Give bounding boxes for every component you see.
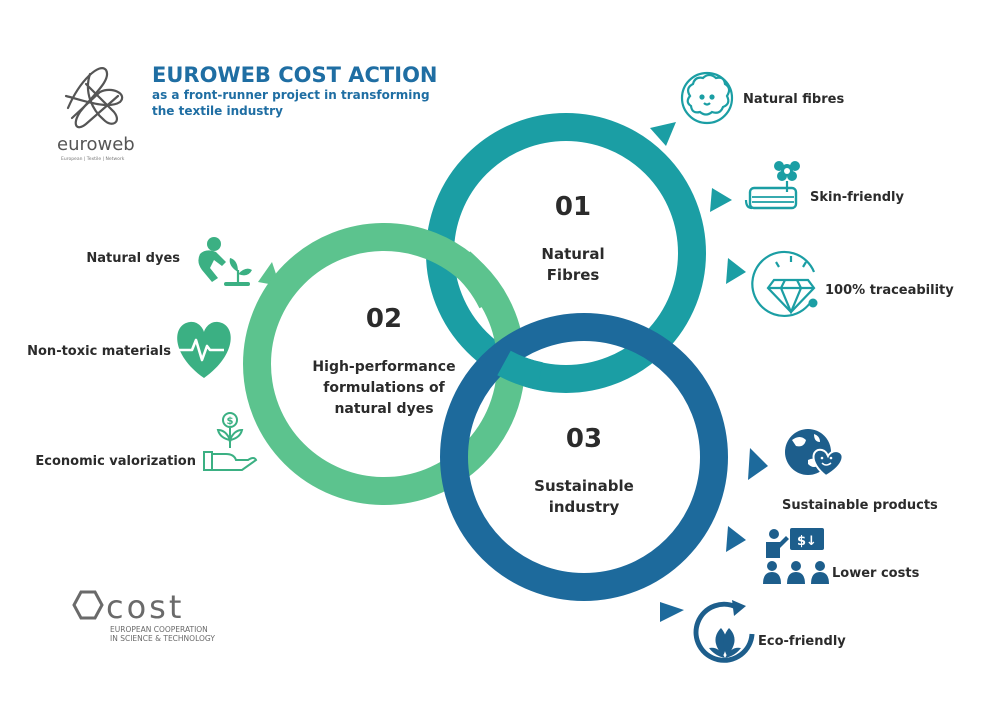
cost-symbol: $↓ <box>797 534 817 549</box>
feature-economic: Economic valorization <box>35 454 196 469</box>
euroweb-wordmark: euroweb <box>57 134 135 155</box>
ring2-number: 02 <box>366 304 402 334</box>
euroweb-tagline: European | Textile | Network <box>61 156 125 162</box>
cost-logo: cost EUROPEAN COOPERATION IN SCIENCE & T… <box>72 588 215 643</box>
diamond-icon <box>751 250 818 318</box>
feature-lower-costs: Lower costs <box>832 566 920 581</box>
lower-costs-icon: $↓ <box>763 528 829 584</box>
feature-eco-friendly: Eco-friendly <box>758 634 846 649</box>
ring1-label-line1: Natural <box>541 245 604 263</box>
ring2-label-line1: High-performance <box>312 359 455 375</box>
towel-flower-icon <box>744 161 800 210</box>
svg-text:$: $ <box>227 416 234 427</box>
ring3-label-line1: Sustainable <box>534 477 634 495</box>
gardener-icon <box>198 237 252 286</box>
page-subtitle-line2: the textile industry <box>152 104 283 118</box>
page-title: EUROWEB COST ACTION <box>152 63 438 87</box>
ring3-number: 03 <box>566 424 602 454</box>
sheep-icon <box>680 71 734 125</box>
page-subtitle-line1: as a front-runner project in transformin… <box>152 88 430 102</box>
ring2-label-line3: natural dyes <box>334 401 433 417</box>
cost-wordmark: cost <box>106 588 184 626</box>
ring3-label-line2: industry <box>549 498 620 516</box>
feature-natural-dyes: Natural dyes <box>86 251 180 266</box>
cost-hexagon-icon <box>72 590 104 620</box>
ring1-arrows <box>650 122 746 284</box>
ring1-overlap <box>497 350 544 390</box>
feature-non-toxic: Non-toxic materials <box>27 344 171 359</box>
earth-smile-icon <box>785 429 844 478</box>
heartbeat-icon <box>177 321 231 378</box>
ring1-number: 01 <box>555 192 591 222</box>
eco-leaf-icon <box>693 600 755 663</box>
ring1-label-line2: Fibres <box>547 266 600 284</box>
ring3-arrows <box>660 448 768 622</box>
feature-skin-friendly: Skin-friendly <box>810 190 904 205</box>
ring2-label-line2: formulations of <box>323 380 445 396</box>
feature-natural-fibres: Natural fibres <box>743 92 844 107</box>
cost-tagline-line2: IN SCIENCE & TECHNOLOGY <box>110 634 215 643</box>
feature-sustainable-products: Sustainable products <box>782 498 938 513</box>
ring-sustainable-industry <box>440 313 728 601</box>
euroweb-knot-icon <box>64 67 124 129</box>
cost-tagline-line1: EUROPEAN COOPERATION <box>110 625 208 634</box>
feature-traceability: 100% traceability <box>825 283 954 298</box>
ring2-overlap <box>451 251 505 309</box>
hand-money-plant-icon: $ <box>203 412 258 471</box>
euroweb-logo: euroweb European | Textile | Network <box>57 67 135 162</box>
